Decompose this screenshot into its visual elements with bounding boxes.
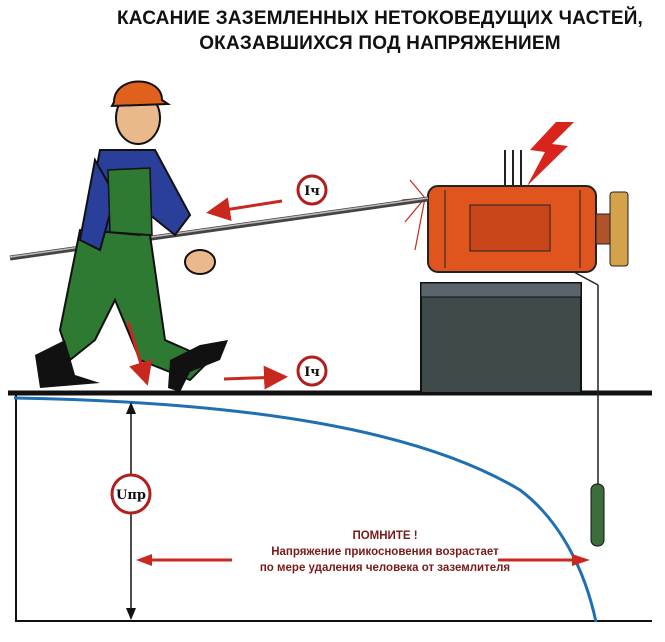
- potential-curve: [13, 396, 598, 623]
- current-badge-top: [296, 174, 328, 206]
- note-heading: ПОМНИТЕ !: [352, 530, 418, 542]
- current-arrow-rod: [206, 197, 283, 222]
- pulley: [609, 191, 629, 267]
- motor-base: [420, 282, 582, 394]
- note-line-2: по мере удаления человека от заземлителя: [259, 562, 511, 574]
- spark-icon: [401, 179, 426, 251]
- touch-voltage-badge: [110, 473, 152, 515]
- current-arrow-leg: [126, 321, 153, 386]
- ground-electrode: [590, 483, 605, 547]
- current-label-bottom: Iч: [304, 365, 320, 380]
- ground-wire: [573, 271, 599, 286]
- title-line-1: КАСАНИЕ ЗАЗЕМЛЕННЫХ НЕТОКОВЕДУЩИХ ЧАСТЕЙ…: [116, 8, 644, 29]
- hard-hat: [110, 80, 172, 108]
- metal-rod: [9, 196, 429, 261]
- title-line-2: ОКАЗАВШИХСЯ ПОД НАПРЯЖЕНИЕМ: [199, 33, 561, 54]
- current-label-top: Iч: [304, 184, 320, 199]
- touch-voltage-label: Uпр: [116, 488, 146, 503]
- current-badge-bottom: [296, 355, 328, 387]
- current-arrow-ground: [223, 365, 288, 390]
- lightning-icon: [527, 122, 574, 186]
- note-line-1: Напряжение прикосновения возрастает: [271, 546, 499, 558]
- worker-figure: [35, 80, 228, 392]
